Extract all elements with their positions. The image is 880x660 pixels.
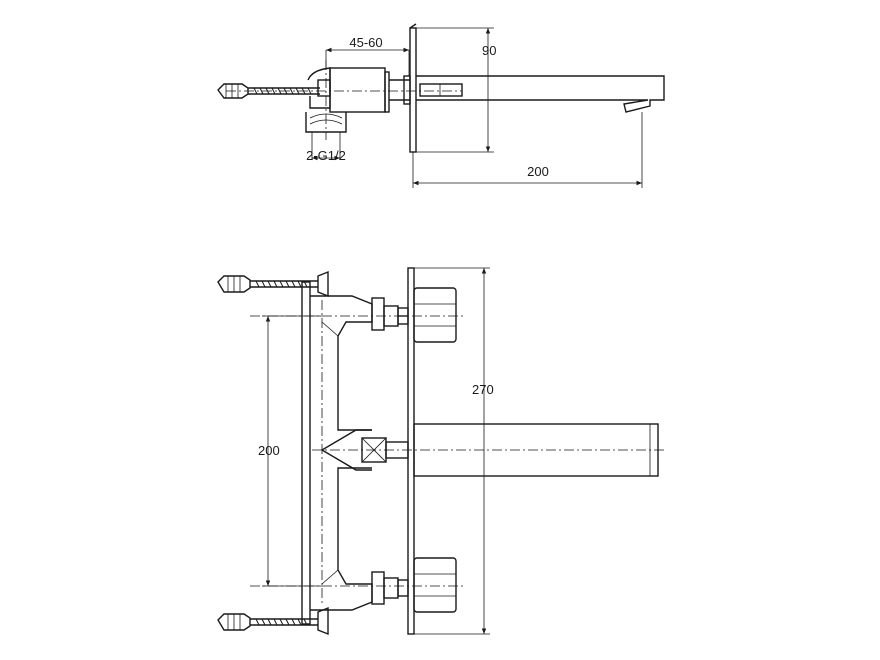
dim-total-height: 270 [414, 267, 494, 635]
front-handle-top [413, 287, 457, 343]
dim-spout-label: 200 [527, 164, 549, 179]
front-anchor-bottom [217, 606, 329, 636]
side-spout [416, 75, 665, 113]
dim-center-distance-label: 200 [258, 443, 280, 458]
front-valve-body [310, 295, 373, 611]
front-handle-bottom [413, 557, 457, 613]
dim-spout: 200 [412, 112, 643, 188]
dim-total-height-label: 270 [472, 382, 494, 397]
dim-thread-label: 2-G1/2 [306, 148, 346, 163]
dim-height: 90 [416, 27, 496, 153]
side-valve-body [305, 67, 411, 160]
front-mounting-plate [301, 281, 311, 625]
front-anchor-top [217, 270, 329, 298]
front-cartridge-top [371, 297, 409, 331]
dim-thread: 2-G1/2 [306, 148, 346, 163]
dim-depth-label: 45-60 [349, 35, 382, 50]
front-view: 270 200 [217, 267, 664, 636]
front-cover-plate [407, 267, 415, 635]
dim-height-label: 90 [482, 43, 496, 58]
dim-center-distance: 200 [258, 315, 322, 587]
front-cartridge-bottom [371, 571, 409, 605]
dim-depth: 45-60 [325, 35, 410, 76]
side-wall-plate [409, 23, 417, 153]
side-view: 45-60 90 2-G1/2 200 [217, 23, 665, 188]
